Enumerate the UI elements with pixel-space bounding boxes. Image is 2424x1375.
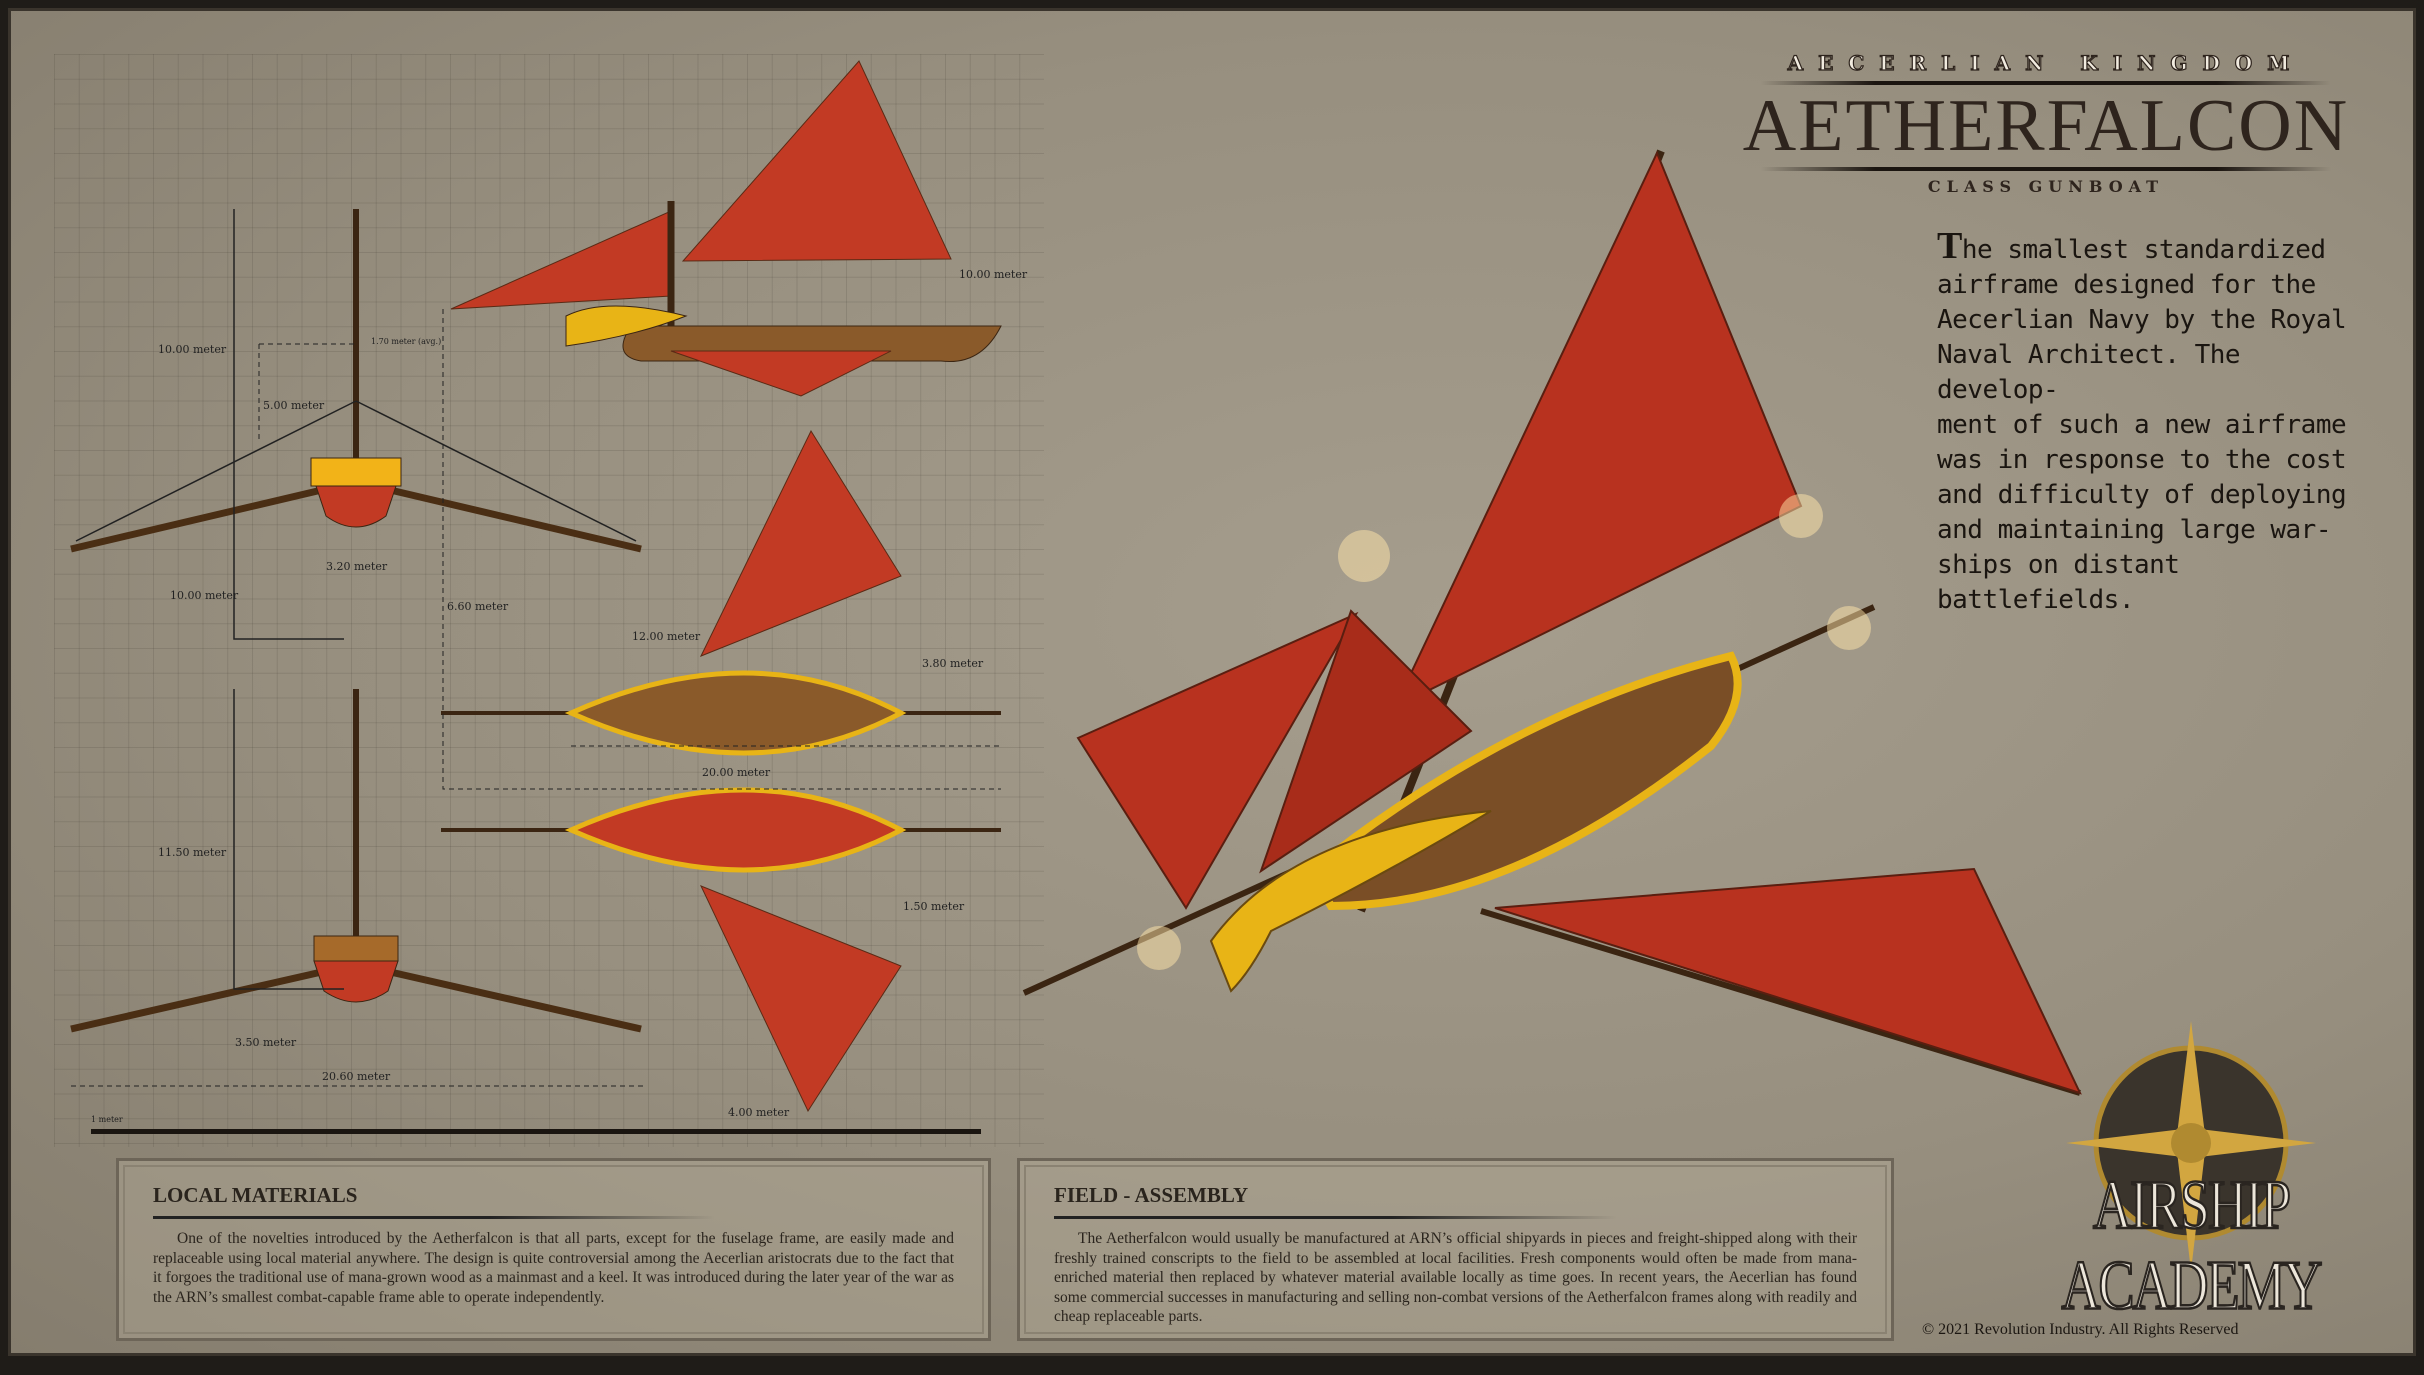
side-view-diagram: [450, 60, 1002, 397]
title-block: AECERLIAN KINGDOM AETHERFALCON CLASS GUN…: [1741, 50, 2351, 196]
ship-name: AETHERFALCON: [1742, 85, 2350, 167]
dim-front-lower: 5.00 meter: [263, 399, 325, 412]
field-assembly-panel: FIELD - ASSEMBLY The Aetherfalcon would …: [1017, 1158, 1894, 1341]
panel-body: The Aetherfalcon would usually be manufa…: [1054, 1230, 1857, 1325]
ship-illustrations: [70, 60, 2316, 1271]
copyright: © 2021 Revolution Industry. All Rights R…: [1922, 1321, 2239, 1338]
dim-front-mast: 10.00 meter: [158, 343, 227, 356]
divider: [1761, 81, 2331, 85]
description: The smallest standardized airframe desig…: [1937, 227, 2357, 618]
airship-academy-emblem: [2066, 1021, 2316, 1271]
drop-cap: T: [1937, 225, 1962, 267]
dim-bottom-sail: 1.50 meter: [903, 900, 965, 913]
dim-top-sail-width: 3.80 meter: [922, 657, 984, 670]
dim-bottom-sail-width: 4.00 meter: [728, 1106, 790, 1119]
dim-human: 1.70 meter (avg.): [371, 337, 442, 346]
dim-front-span: 10.00 meter: [170, 589, 239, 602]
dim-front-beam: 3.20 meter: [326, 560, 388, 573]
panel-title: FIELD - ASSEMBLY: [1054, 1183, 1617, 1219]
kingdom-label: AECERLIAN KINGDOM: [1787, 50, 2305, 75]
scale-bar: [91, 1129, 981, 1134]
dim-side-height: 10.00 meter: [959, 268, 1028, 281]
panel-body: One of the novelties introduced by the A…: [153, 1230, 954, 1306]
description-text: he smallest standardized airframe design…: [1937, 235, 2347, 615]
divider: [1761, 167, 2331, 171]
front-view-diagram: [70, 209, 642, 640]
dim-top-sail: 12.00 meter: [632, 630, 701, 643]
dim-scale: 1 meter: [91, 1115, 123, 1124]
local-materials-panel: LOCAL MATERIALS One of the novelties int…: [116, 1158, 991, 1341]
airship-render: [1022, 149, 2082, 1096]
dim-rear-span: 20.60 meter: [322, 1070, 391, 1083]
poster: 10.00 meter 5.00 meter 1.70 meter (avg.)…: [8, 8, 2416, 1356]
dim-rear-beam: 3.50 meter: [235, 1036, 297, 1049]
dim-rear-mast: 11.50 meter: [158, 846, 227, 859]
dim-length: 20.00 meter: [702, 766, 771, 779]
dim-side-offset: 6.60 meter: [447, 600, 509, 613]
logo-text: AIRSHIP ACADEMY: [2060, 1164, 2323, 1325]
top-view-diagram: [441, 309, 1001, 1113]
rear-view-diagram: [70, 689, 643, 1087]
panel-title: LOCAL MATERIALS: [153, 1183, 714, 1219]
ship-class: CLASS GUNBOAT: [1927, 177, 2165, 196]
